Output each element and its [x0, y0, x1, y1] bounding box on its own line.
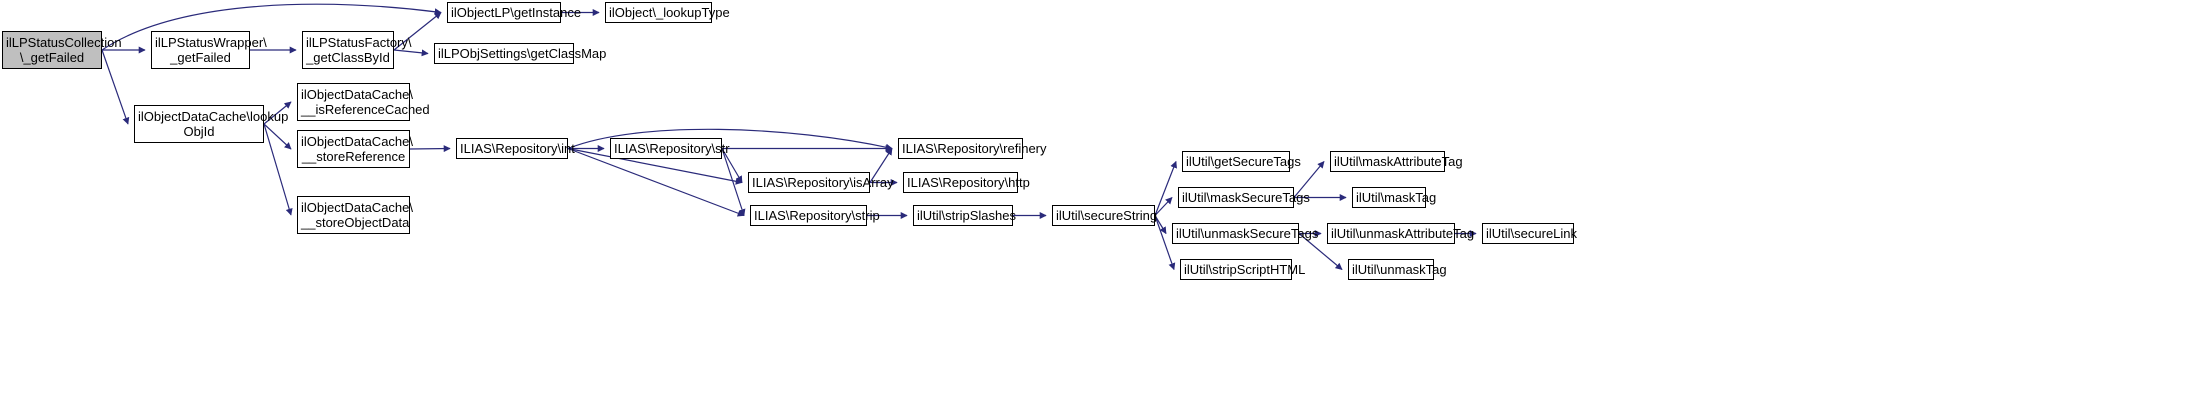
graph-node-label: ilUtil\maskAttributeTag	[1334, 154, 1463, 169]
graph-node[interactable]: ilObjectDataCache\ __isReferenceCached	[297, 83, 430, 121]
graph-node-label: ilObjectDataCache\ __storeObjectData	[301, 200, 413, 230]
graph-node-label: ilUtil\unmaskSecureTags	[1176, 226, 1319, 241]
graph-node-label: ilUtil\unmaskTag	[1352, 262, 1447, 277]
graph-node-label: ilUtil\secureLink	[1486, 226, 1578, 241]
graph-edge	[409, 145, 451, 153]
graph-node-label: ilLPObjSettings\getClassMap	[438, 46, 607, 61]
graph-edge	[393, 49, 429, 57]
graph-node[interactable]: ILIAS\Repository\strip	[750, 205, 880, 226]
graph-node[interactable]: ILIAS\Repository\int	[456, 138, 575, 159]
graph-node[interactable]: ilLPStatusFactory\ _getClassById	[302, 31, 412, 69]
graph-node-label: ilUtil\maskTag	[1356, 190, 1437, 205]
graph-node[interactable]: ilUtil\maskAttributeTag	[1330, 151, 1463, 172]
graph-edge	[101, 49, 130, 125]
graph-edge	[1154, 160, 1177, 216]
graph-node-label: ILIAS\Repository\strip	[754, 208, 880, 223]
graph-node-label: ilUtil\secureString	[1056, 208, 1158, 223]
graph-node[interactable]: ilUtil\stripSlashes	[913, 205, 1016, 226]
graph-node[interactable]: ilUtil\maskTag	[1352, 187, 1437, 208]
graph-node-label: ilUtil\stripSlashes	[917, 208, 1016, 223]
graph-node-label: ILIAS\Repository\isArray	[752, 175, 894, 190]
graph-node[interactable]: ilUtil\unmaskAttributeTag	[1327, 223, 1475, 244]
graph-node[interactable]: ilLPStatusCollection \_getFailed	[2, 31, 122, 69]
graph-edge	[1154, 196, 1173, 216]
graph-node[interactable]: ilLPObjSettings\getClassMap	[434, 43, 607, 64]
graph-node-label: ilLPStatusWrapper\ _getFailed	[155, 35, 267, 65]
graph-node-label: ILIAS\Repository\refinery	[902, 141, 1047, 156]
graph-node-label: ilObjectDataCache\lookup ObjId	[138, 109, 289, 139]
graph-node-label: ilObjectDataCache\ __storeReference	[301, 134, 413, 164]
graph-node[interactable]: ilUtil\secureString	[1052, 205, 1158, 226]
graph-node[interactable]: ilUtil\maskSecureTags	[1178, 187, 1310, 208]
graph-edge	[263, 123, 292, 150]
graph-node[interactable]: ilObjectLP\getInstance	[447, 2, 582, 23]
graph-node[interactable]: ilObjectDataCache\lookup ObjId	[134, 105, 289, 143]
graph-node-label: ilLPStatusFactory\ _getClassById	[306, 35, 412, 65]
graph-node-label: ilLPStatusCollection \_getFailed	[6, 35, 122, 65]
graph-node[interactable]: ilLPStatusWrapper\ _getFailed	[151, 31, 267, 69]
graph-node[interactable]: ilObject\_lookupType	[605, 2, 730, 23]
graph-node-label: ILIAS\Repository\http	[907, 175, 1030, 190]
graph-node-label: ilObject\_lookupType	[609, 5, 730, 20]
graph-node[interactable]: ilUtil\secureLink	[1482, 223, 1578, 244]
graph-node[interactable]: ILIAS\Repository\isArray	[748, 172, 894, 193]
graph-node[interactable]: ilUtil\stripScriptHTML	[1180, 259, 1306, 280]
graph-node[interactable]: ILIAS\Repository\refinery	[898, 138, 1047, 159]
graph-node-label: ilObjectLP\getInstance	[451, 5, 582, 20]
graph-node[interactable]: ilUtil\unmaskTag	[1348, 259, 1447, 280]
graph-node[interactable]: ILIAS\Repository\str	[610, 138, 730, 159]
graph-node[interactable]: ilObjectDataCache\ __storeReference	[297, 130, 413, 168]
graph-node-label: ILIAS\Repository\int	[460, 141, 575, 156]
graph-node[interactable]: ilObjectDataCache\ __storeObjectData	[297, 196, 413, 234]
graph-node[interactable]: ilUtil\getSecureTags	[1182, 151, 1301, 172]
graph-node-label: ilUtil\unmaskAttributeTag	[1331, 226, 1475, 241]
graph-node-label: ILIAS\Repository\str	[614, 141, 730, 156]
graph-node-label: ilUtil\stripScriptHTML	[1184, 262, 1306, 277]
graph-edge	[263, 123, 293, 216]
graph-edge	[721, 148, 746, 217]
graph-node[interactable]: ILIAS\Repository\http	[903, 172, 1030, 193]
graph-node-label: ilObjectDataCache\ __isReferenceCached	[301, 87, 430, 117]
graph-node-label: ilUtil\getSecureTags	[1186, 154, 1301, 169]
graph-node[interactable]: ilUtil\unmaskSecureTags	[1172, 223, 1319, 244]
graph-node-label: ilUtil\maskSecureTags	[1182, 190, 1310, 205]
